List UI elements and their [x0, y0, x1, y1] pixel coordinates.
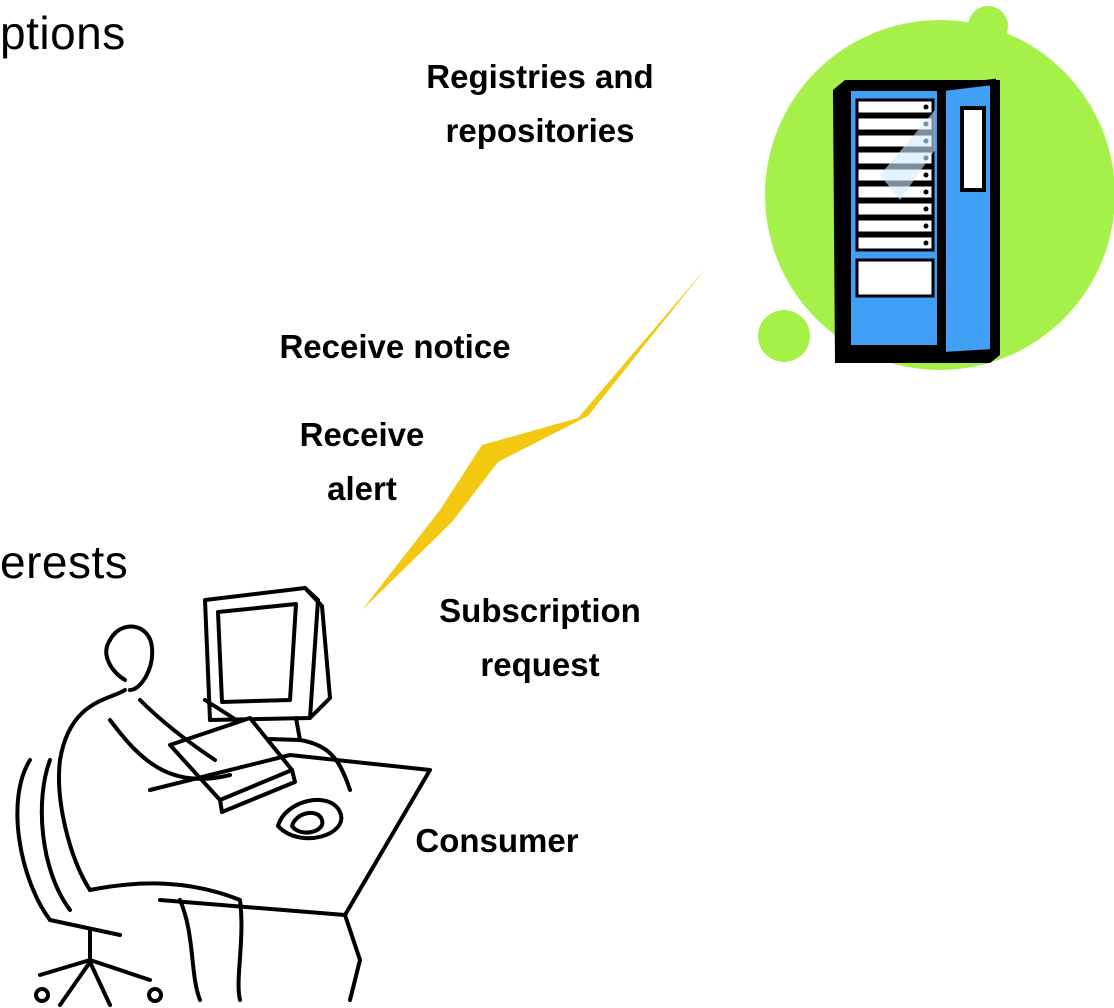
slide-text-fragment-middle: erests: [0, 536, 129, 588]
server-icon: [758, 6, 1114, 370]
registries-label: Registries and repositories: [426, 58, 654, 149]
green-circle-small-bottom: [758, 310, 810, 362]
subscription-request-label: Subscription request: [439, 592, 641, 683]
green-circle-small-top: [968, 6, 1008, 46]
consumer-label: Consumer: [415, 822, 579, 859]
slide-text-fragment-top: ptions: [0, 7, 126, 59]
receive-alert-label: Receive alert: [299, 416, 425, 507]
person-at-computer-icon: [15, 586, 432, 1007]
lightning-bolt-icon: [362, 268, 706, 610]
receive-notice-label: Receive notice: [279, 328, 511, 365]
